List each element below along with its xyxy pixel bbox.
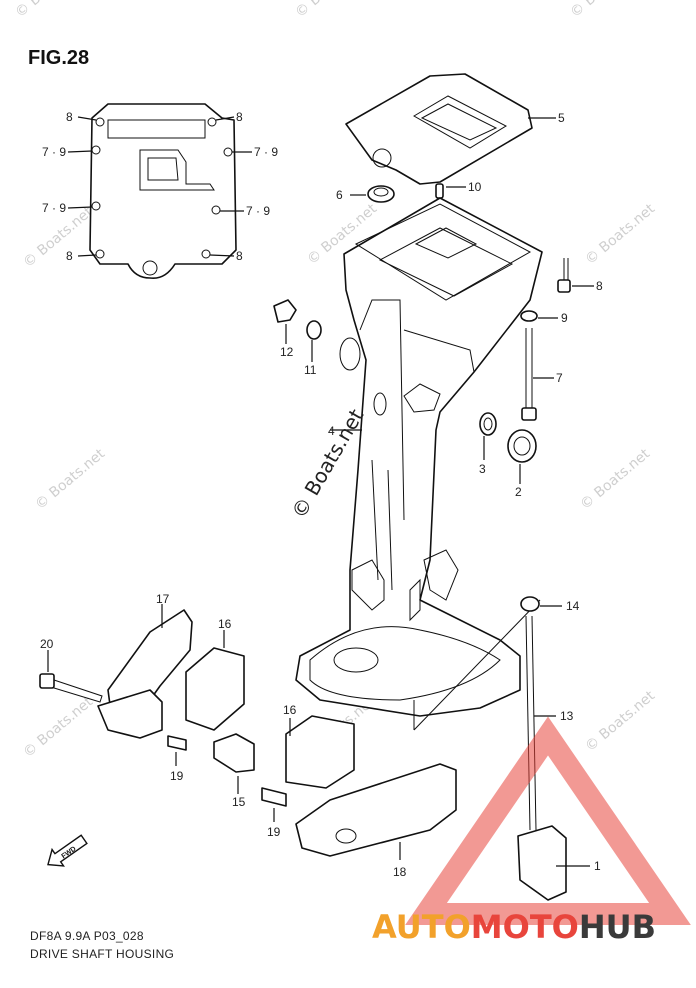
- rod-part-13: [525, 615, 556, 831]
- block-part-16b: [285, 715, 355, 789]
- plug-part-12: [273, 299, 297, 344]
- callout-5: 5: [558, 111, 565, 125]
- callout-20: 20: [40, 637, 54, 651]
- callout-15: 15: [232, 795, 246, 809]
- watermark: © Boats.net: [20, 694, 96, 761]
- caption-line-1: DF8A 9.9A P03_028: [30, 929, 144, 943]
- washer-part-3: [479, 412, 497, 460]
- seal-part-6: [350, 185, 395, 203]
- callout-1: 1: [594, 859, 601, 873]
- pad-part-15: [213, 733, 255, 794]
- callout-7-9: 7 · 9: [42, 201, 66, 215]
- callout-7: 7: [556, 371, 563, 385]
- bolt-part-20: [39, 650, 103, 703]
- pin-part-10: [435, 183, 466, 199]
- callout-9: 9: [561, 311, 568, 325]
- callout-13: 13: [560, 709, 574, 723]
- brand-logo-icon: [405, 716, 691, 925]
- callout-19: 19: [170, 769, 184, 783]
- watermark: © Boats.net: [577, 446, 653, 513]
- watermark: © Boats.net: [12, 0, 88, 21]
- brand-logo-text: AUTOMOTOHUB: [372, 908, 656, 946]
- callout-10: 10: [468, 180, 482, 194]
- bolt-part-7: [521, 328, 554, 421]
- caption-line-2: DRIVE SHAFT HOUSING: [30, 947, 174, 961]
- washer-part-11: [306, 320, 322, 362]
- watermark: © Boats.net: [582, 688, 658, 755]
- bolt-part-8: [557, 258, 594, 293]
- watermark: © Boats.net: [32, 446, 108, 513]
- grommet-part-14: [520, 596, 562, 612]
- callout-8: 8: [596, 279, 603, 293]
- pin-part-19: [167, 735, 187, 766]
- bracket-part-1: [517, 825, 590, 901]
- callout-11: 11: [304, 363, 317, 377]
- holder-part: [97, 689, 163, 739]
- callout-3: 3: [479, 462, 486, 476]
- callout-12: 12: [280, 345, 294, 359]
- fwd-arrow-icon: FWD: [47, 834, 88, 867]
- callout-19: 19: [267, 825, 281, 839]
- callout-16: 16: [283, 703, 297, 717]
- plug-part-2: [507, 429, 537, 484]
- callout-8: 8: [66, 249, 73, 263]
- block-part-16: [185, 630, 245, 731]
- callout-17: 17: [156, 592, 170, 606]
- watermark: © Boats.net: [582, 201, 658, 268]
- watermark: © Boats.net: [292, 0, 368, 21]
- callout-7-9: 7 · 9: [254, 145, 278, 159]
- watermark: © Boats.net: [567, 0, 643, 21]
- callout-16: 16: [218, 617, 232, 631]
- figure-title: FIG.28: [28, 47, 89, 69]
- callout-7-9: 7 · 9: [246, 204, 270, 218]
- pin-part-19b: [261, 787, 287, 822]
- callout-8: 8: [236, 249, 243, 263]
- callout-6: 6: [336, 188, 343, 202]
- callout-8: 8: [66, 110, 73, 124]
- drive-shaft-housing-part-4: [295, 197, 543, 731]
- callout-2: 2: [515, 485, 522, 499]
- gasket-part-5: [345, 73, 556, 185]
- gasket-detail: [67, 103, 252, 280]
- guard-part-18: [295, 763, 457, 860]
- washer-part-9: [520, 310, 558, 322]
- callout-14: 14: [566, 599, 580, 613]
- callout-4: 4: [328, 424, 335, 438]
- callout-18: 18: [393, 865, 407, 879]
- callout-7-9: 7 · 9: [42, 145, 66, 159]
- callout-8: 8: [236, 110, 243, 124]
